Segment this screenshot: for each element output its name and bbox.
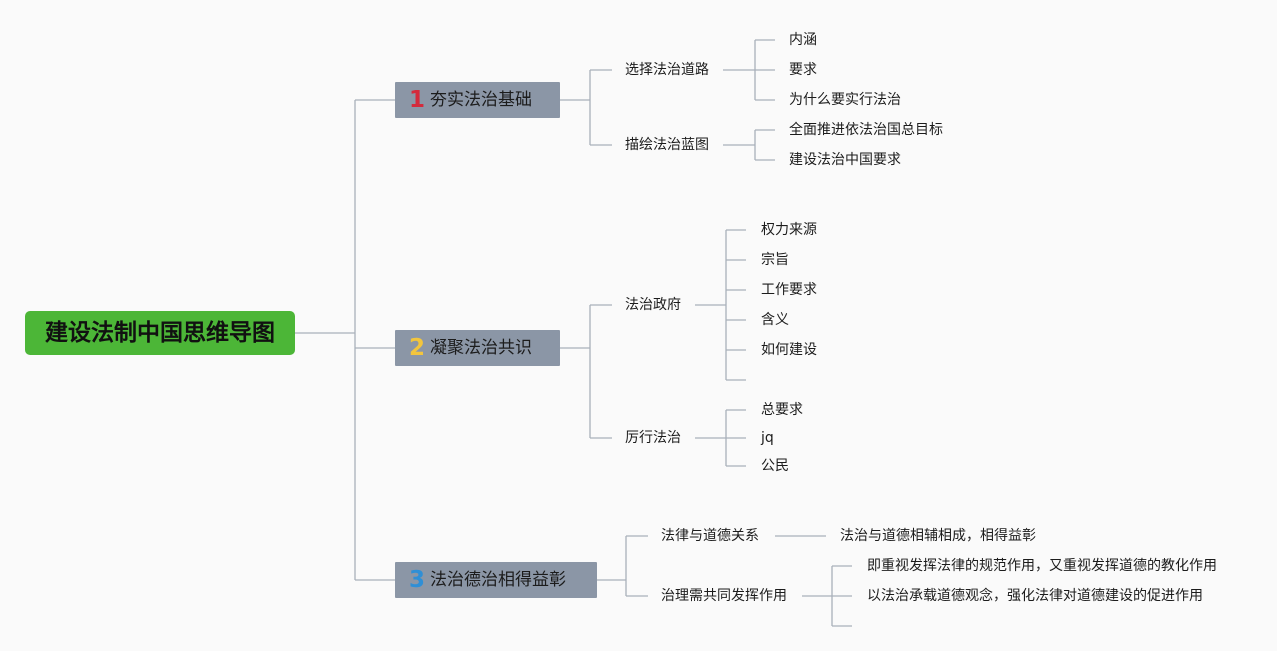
leaf-node[interactable]: 工作要求 <box>761 282 817 298</box>
branch-label-1: 夯实法治基础 <box>430 90 533 110</box>
sub-node-choose-rule-of-law-road[interactable]: 选择法治道路 <box>625 62 709 78</box>
leaf-node[interactable]: 法治与道德相辅相成，相得益彰 <box>840 528 1036 544</box>
leaf-node[interactable]: 宗旨 <box>761 252 789 268</box>
branch-number-2: 2 <box>409 335 426 361</box>
branch-number-3: 3 <box>409 567 426 593</box>
sub-node-rule-of-law-government[interactable]: 法治政府 <box>625 297 681 313</box>
leaf-node[interactable]: 总要求 <box>761 402 803 418</box>
leaf-node[interactable]: 权力来源 <box>761 222 817 238</box>
leaf-node[interactable]: 如何建设 <box>761 342 817 358</box>
leaf-node[interactable]: jq <box>761 430 774 446</box>
sub-node-strict-rule-of-law[interactable]: 厉行法治 <box>625 430 681 446</box>
sub-node-governance-joint-role[interactable]: 治理需共同发挥作用 <box>661 588 787 604</box>
leaf-node[interactable]: 建设法治中国要求 <box>789 152 901 168</box>
leaf-node[interactable]: 含义 <box>761 312 789 328</box>
leaf-node[interactable]: 内涵 <box>789 32 817 48</box>
branch-label-3: 法治德治相得益彰 <box>430 570 567 590</box>
sub-node-rule-of-law-blueprint[interactable]: 描绘法治蓝图 <box>625 137 709 153</box>
leaf-node[interactable]: 为什么要实行法治 <box>789 92 901 108</box>
branch-label-2: 凝聚法治共识 <box>430 338 533 358</box>
leaf-node[interactable]: 公民 <box>761 458 789 474</box>
branch-number-1: 1 <box>409 87 426 113</box>
leaf-node[interactable]: 全面推进依法治国总目标 <box>789 122 943 138</box>
root-node[interactable]: 建设法制中国思维导图 <box>25 311 295 355</box>
sub-node-law-and-morality[interactable]: 法律与道德关系 <box>661 528 759 544</box>
leaf-node[interactable]: 即重视发挥法律的规范作用，又重视发挥道德的教化作用 <box>867 558 1217 574</box>
leaf-node[interactable]: 要求 <box>789 62 817 78</box>
leaf-node[interactable]: 以法治承载道德观念，强化法律对道德建设的促进作用 <box>867 588 1203 604</box>
